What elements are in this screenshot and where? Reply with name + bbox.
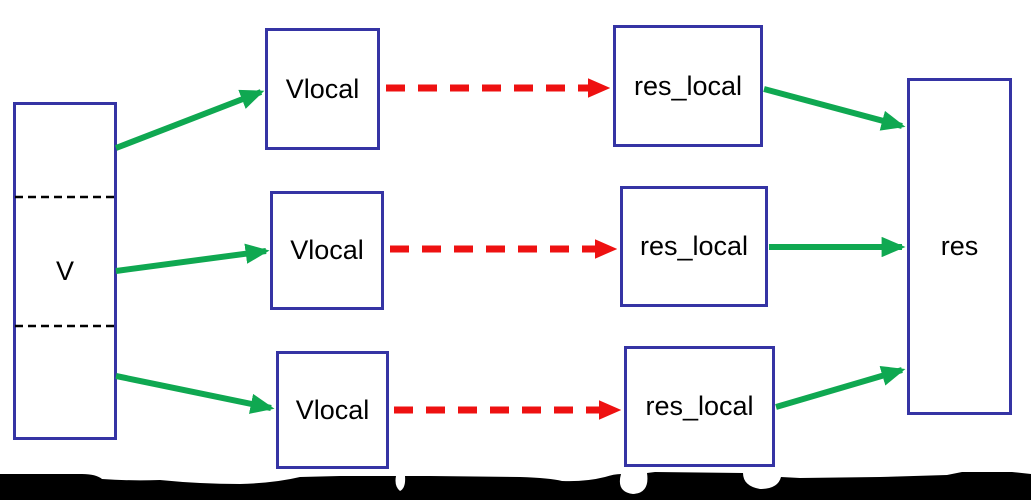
- node-v-label: V: [55, 255, 74, 286]
- node-res: res: [907, 78, 1012, 415]
- torn-paper-edge: [0, 472, 1031, 500]
- edge-v-to-vlocal-bottom: [115, 373, 275, 414]
- edge-reslocal-top-to-res: [763, 86, 906, 131]
- node-vlocal-top-label: Vlocal: [285, 73, 360, 104]
- node-res-local-bottom: res_local: [624, 346, 775, 467]
- node-v: V: [13, 102, 117, 440]
- node-res-local-middle: res_local: [620, 186, 768, 307]
- node-res-local-middle-label: res_local: [639, 231, 749, 261]
- node-vlocal-bottom: Vlocal: [276, 351, 389, 469]
- node-vlocal-top: Vlocal: [265, 28, 380, 150]
- node-vlocal-middle-label: Vlocal: [290, 235, 364, 265]
- node-vlocal-middle: Vlocal: [270, 191, 384, 310]
- node-res-local-top-label: res_local: [633, 70, 743, 101]
- edge-v-to-vlocal-middle: [115, 243, 270, 274]
- node-vlocal-bottom-label: Vlocal: [295, 394, 370, 425]
- node-res-local-top: res_local: [613, 25, 763, 147]
- edge-v-to-vlocal-top: [114, 89, 265, 151]
- edge-reslocal-bottom-to-res: [775, 365, 906, 410]
- node-res-label: res: [940, 231, 979, 261]
- node-res-local-bottom-label: res_local: [645, 391, 754, 421]
